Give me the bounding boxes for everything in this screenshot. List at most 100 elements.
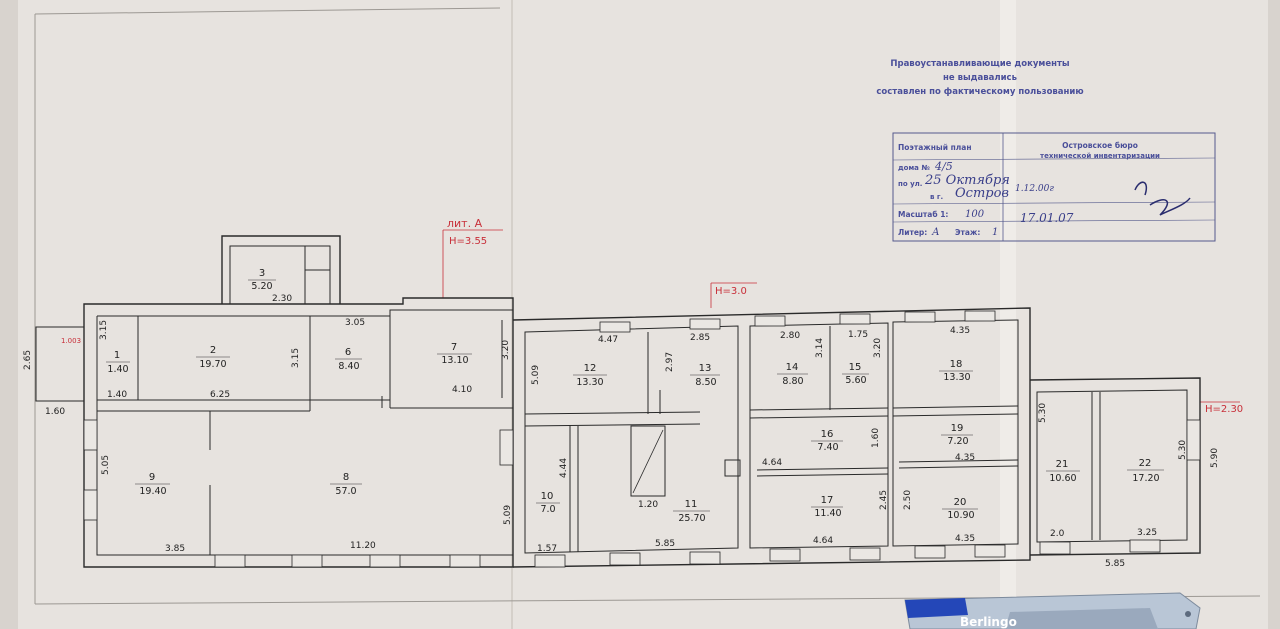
dimension-label: 4.44 — [559, 458, 569, 478]
svg-text:13.30: 13.30 — [576, 377, 603, 388]
svg-text:8.40: 8.40 — [338, 361, 359, 372]
floor-value: 1 — [992, 227, 998, 238]
room-10: 10 7.0 — [536, 491, 560, 515]
svg-text:7: 7 — [451, 342, 457, 353]
svg-text:17.20: 17.20 — [1132, 473, 1159, 484]
walls — [35, 235, 1201, 568]
height-annotation-2: Н=3.0 — [715, 286, 747, 297]
date-2: 17.01.07 — [1020, 211, 1074, 225]
plan-label: Поэтажный план — [898, 143, 972, 152]
svg-text:5.60: 5.60 — [845, 375, 866, 386]
svg-text:10.90: 10.90 — [947, 510, 974, 521]
room-19: 19 7.20 — [941, 423, 973, 447]
svg-text:8: 8 — [343, 472, 349, 483]
dimension-label: 4.35 — [950, 326, 970, 336]
room-11: 11 25.70 — [673, 499, 710, 524]
svg-text:8.80: 8.80 — [782, 376, 803, 387]
town-label: в г. — [930, 193, 943, 201]
dimension-label: 5.85 — [1105, 559, 1125, 569]
liter-label: Литер: — [898, 228, 927, 237]
bureau-line-1: Островское бюро — [1062, 141, 1138, 150]
room-8: 8 57.0 — [330, 472, 362, 497]
svg-text:57.0: 57.0 — [335, 486, 356, 497]
svg-text:7.20: 7.20 — [947, 436, 968, 447]
svg-text:5.20: 5.20 — [251, 281, 272, 292]
dimension-label: 5.09 — [503, 505, 513, 525]
svg-text:13.30: 13.30 — [943, 372, 970, 383]
svg-text:18: 18 — [950, 359, 963, 370]
svg-text:8.50: 8.50 — [695, 377, 716, 388]
dimension-label: 3.20 — [501, 340, 511, 360]
dimension-label: 2.45 — [879, 490, 889, 510]
dimension-label: 1.75 — [848, 330, 868, 340]
svg-text:19: 19 — [951, 423, 964, 434]
room-14: 14 8.80 — [777, 362, 808, 387]
dimension-label: 5.90 — [1210, 448, 1220, 468]
room-17: 17 11.40 — [811, 495, 843, 519]
svg-text:3: 3 — [259, 268, 265, 279]
dimension-label: 5.30 — [1178, 440, 1188, 460]
svg-text:13.10: 13.10 — [441, 355, 468, 366]
dimension-label: 2.97 — [665, 352, 675, 372]
title-block: Поэтажный план Островское бюро техническ… — [892, 132, 1216, 242]
room-2: 2 19.70 — [196, 345, 230, 370]
svg-text:14: 14 — [786, 362, 799, 373]
town-name: Остров — [955, 186, 1009, 201]
svg-text:19.40: 19.40 — [139, 486, 166, 497]
dimension-label: 6.25 — [210, 390, 230, 400]
stamp: Правоустанавливающие документы не выдава… — [876, 59, 1083, 97]
svg-text:12: 12 — [584, 363, 597, 374]
dimension-label: 2.0 — [1050, 529, 1065, 539]
house-label: дома № — [898, 164, 930, 172]
svg-text:6: 6 — [345, 347, 351, 358]
border-line-top — [34, 7, 501, 15]
svg-text:13: 13 — [699, 363, 712, 374]
paper-crease — [1000, 0, 1016, 629]
street-name: 25 Октября — [924, 173, 1010, 188]
stamp-line-1: Правоустанавливающие документы — [890, 59, 1069, 69]
street-label: по ул. — [898, 180, 922, 188]
svg-text:2: 2 — [210, 345, 216, 356]
dimension-label: 5.09 — [531, 365, 541, 385]
room-13: 13 8.50 — [690, 363, 720, 388]
svg-text:16: 16 — [821, 429, 834, 440]
svg-text:11: 11 — [685, 499, 698, 510]
liter-annotation: лит. А — [447, 217, 483, 230]
dimension-label: 1.20 — [638, 500, 658, 510]
stamp-line-3: составлен по фактическому пользованию — [876, 87, 1083, 97]
dimension-label: 1.60 — [45, 407, 65, 417]
dimension-label: 3.20 — [873, 338, 883, 358]
red-annotations: лит. А Н=3.55 Н=3.0 Н=2.30 1.003 — [61, 217, 1243, 415]
dimension-label: 2.30 — [272, 294, 292, 304]
room-7: 7 13.10 — [437, 342, 472, 366]
stamp-line-2: не выдавались — [943, 73, 1017, 83]
svg-text:25.70: 25.70 — [678, 513, 705, 524]
dimension-label: 3.14 — [815, 338, 825, 358]
room-labels: 1 1.40 2 19.70 3 5.20 6 8.40 7 13.10 8 5… — [106, 268, 1164, 524]
svg-text:11.40: 11.40 — [814, 508, 841, 519]
dimension-label: 4.64 — [762, 458, 782, 468]
paper — [18, 0, 1268, 629]
room-15: 15 5.60 — [842, 362, 869, 386]
marker-pen: Berlingo — [904, 592, 1201, 629]
dimension-label: 4.64 — [813, 536, 833, 546]
scale-label: Масштаб 1: — [898, 210, 948, 219]
svg-text:15: 15 — [849, 362, 862, 373]
dimension-label: 1.60 — [871, 428, 881, 448]
svg-text:17: 17 — [821, 495, 834, 506]
dimension-label: 2.80 — [780, 331, 800, 341]
svg-text:22: 22 — [1139, 458, 1152, 469]
dimension-label: 4.35 — [955, 453, 975, 463]
svg-text:1.40: 1.40 — [107, 364, 128, 375]
room-16: 16 7.40 — [811, 429, 843, 453]
dimension-label: 1.57 — [537, 544, 557, 554]
dimension-labels: 2.65 1.60 3.15 1.40 6.25 3.15 3.05 4.10 … — [23, 294, 1220, 569]
room-12: 12 13.30 — [573, 363, 607, 388]
liter-value: А — [931, 227, 940, 238]
room-22: 22 17.20 — [1127, 458, 1164, 484]
floor-label: Этаж: — [955, 228, 980, 237]
dimension-label: 3.85 — [165, 544, 185, 554]
dimension-label: 2.65 — [23, 350, 33, 370]
svg-text:10: 10 — [541, 491, 554, 502]
room-9: 9 19.40 — [135, 472, 170, 497]
